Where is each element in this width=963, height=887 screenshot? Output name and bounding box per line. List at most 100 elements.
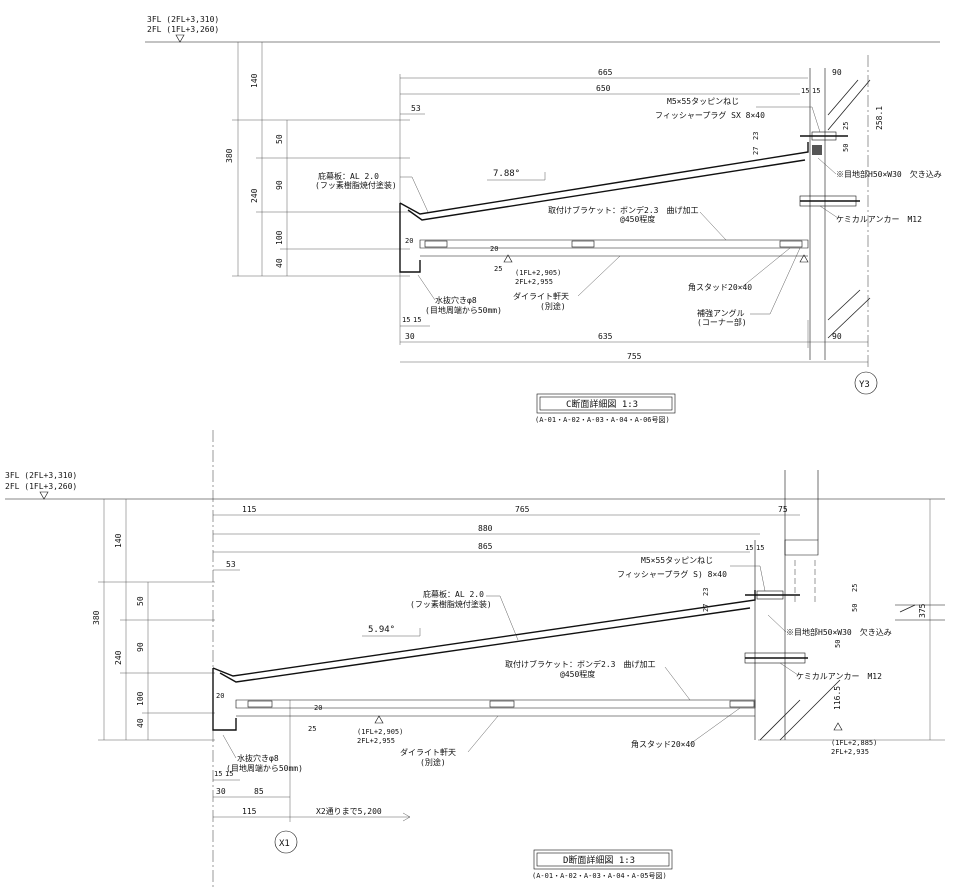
d-refs: (A-01・A-02・A-03・A-04・A-05号図) <box>532 872 667 880</box>
d-title-frame <box>533 849 673 870</box>
d-dim-50b: 50 <box>834 640 842 648</box>
c-label-bracket1: 取付けブラケット：ボンデ2.3 曲げ加工 <box>548 205 698 215</box>
d-dim-30: 30 <box>216 787 226 796</box>
d-label-soffit2: (フッ素樹脂焼付塗装) <box>410 599 492 609</box>
c-label-soffit1: 庇幕板：AL 2.0 <box>318 171 379 181</box>
c-wall-hatch <box>827 297 871 339</box>
c-lvl1: (1FL+2,905) <box>515 269 561 277</box>
d-dim-100: 100 <box>136 691 145 706</box>
c-leader <box>417 274 436 301</box>
c-label-plug: フィッシャープラグ SX 8×40 <box>655 110 765 120</box>
c-dim-15c: 15 <box>402 316 410 324</box>
c-grid-bubble <box>854 371 878 395</box>
c-dim-50: 50 <box>275 134 284 144</box>
d-hatch <box>759 699 801 741</box>
c-dim-380: 380 <box>225 148 234 163</box>
c-leader <box>741 247 791 288</box>
d-to-x2: X2通りまで5,200 <box>316 806 382 816</box>
d-dim-23: 23 <box>702 588 710 596</box>
d-label-stud: 角スタッド20×40 <box>631 739 695 749</box>
c-stud <box>571 240 595 248</box>
d-leader <box>222 734 237 759</box>
c-title-frame <box>536 393 676 414</box>
c-bracket <box>419 239 809 249</box>
d-dim-75: 75 <box>778 505 788 514</box>
c-label-joint: ※目地部H50×W30 欠き込み <box>836 169 942 179</box>
d-stud <box>247 700 273 708</box>
d-title: D断面詳細図 1:3 <box>563 854 635 866</box>
d-title-frame-inner <box>536 852 670 867</box>
d-lvl2: 2FL+2,955 <box>357 737 395 745</box>
d-label-drain1: 水抜穴きφ8 <box>237 753 279 763</box>
d-level-marker2-icon <box>374 715 384 724</box>
d-label-soffit1: 庇幕板：AL 2.0 <box>423 589 484 599</box>
c-dim-140: 140 <box>250 73 259 88</box>
c-refs: (A-01・A-02・A-03・A-04・A-06号図) <box>535 416 670 424</box>
d-label-joint: ※目地部H50×W30 欠き込み <box>786 627 892 637</box>
c-dim-90-bot: 90 <box>832 332 842 341</box>
c-label-anchor: ケミカルアンカー M12 <box>836 215 922 224</box>
c-dim-20b: 20 <box>490 245 498 253</box>
c-grid-label: Y3 <box>859 380 870 390</box>
c-dim-90: 90 <box>275 180 284 190</box>
d-level-marker3-icon <box>833 722 843 731</box>
c-dim-100: 100 <box>275 230 284 245</box>
c-label-bracket2: @450程度 <box>620 214 655 224</box>
c-dim-25: 25 <box>842 122 850 130</box>
d-label-screw: M5×55タッピンねじ <box>641 556 713 565</box>
c-slope: 7.88° <box>493 169 520 179</box>
c-slope-indicator <box>487 172 546 181</box>
d-level-2fl: 2FL (1FL+3,260) <box>5 482 77 491</box>
d-label-plug: フィッシャープラグ S) 8×40 <box>617 569 727 579</box>
c-dim-23: 23 <box>752 132 760 140</box>
c-lvl2: 2FL+2,955 <box>515 278 553 286</box>
d-dim-15d: 15 <box>225 770 233 778</box>
c-wall-hatch <box>827 289 861 321</box>
c-dim-650: 650 <box>596 84 611 93</box>
c-label-angle1: 補強アングル <box>697 308 745 318</box>
d-hatch <box>899 604 916 613</box>
d-label-drain2: (目地周端から50mm) <box>226 763 303 773</box>
c-dim-27: 27 <box>752 147 760 155</box>
c-dim-30: 30 <box>405 332 415 341</box>
d-dim-40: 40 <box>136 718 145 728</box>
c-dim-258: 258.1 <box>875 106 884 130</box>
d-label-bracket2: @450程度 <box>560 669 595 679</box>
c-label-soffit2: (フッ素樹脂焼付塗装) <box>315 180 397 190</box>
d-leader <box>467 715 499 753</box>
d-soffit-plate-inner <box>219 607 751 683</box>
d-dim-15a: 15 <box>745 544 753 552</box>
c-label-drain1: 水抜穴きφ8 <box>435 295 477 305</box>
c-level-marker-icon <box>175 34 185 43</box>
c-dim-15d: 15 <box>413 316 421 324</box>
c-label-stud: 角スタッド20×40 <box>688 282 752 292</box>
c-leader <box>819 205 839 219</box>
c-leader <box>400 176 429 213</box>
d-dim-115b: 115 <box>242 807 257 816</box>
c-dim-635: 635 <box>598 332 613 341</box>
d-level-3fl: 3FL (2FL+3,310) <box>5 471 77 480</box>
c-soffit-plate-top <box>399 142 809 215</box>
d-column-cap <box>784 539 819 556</box>
d-lvl1: (1FL+2,905) <box>357 728 403 736</box>
c-label-angle2: (コーナー部) <box>697 317 747 327</box>
d-dim-116: 116.5 <box>833 686 842 710</box>
d-leader <box>779 662 799 676</box>
c-level-marker2-icon <box>503 254 513 263</box>
section-c: 3FL (2FL+3,310) 2FL (1FL+3,260) 380 140 … <box>145 15 942 424</box>
d-dim-865: 865 <box>478 542 493 551</box>
c-dim-40: 40 <box>275 258 284 268</box>
d-dim-50: 50 <box>136 596 145 606</box>
d-leader <box>664 666 691 701</box>
c-dim-90-top: 90 <box>832 68 842 77</box>
d-dim-50-right: 50 <box>851 604 859 612</box>
d-label-dyelite1: ダイライト軒天 <box>400 747 456 757</box>
d-dim-20b: 20 <box>314 704 322 712</box>
d-label-anchor: ケミカルアンカー M12 <box>796 672 882 681</box>
c-dim-665: 665 <box>598 68 613 77</box>
c-dim-240: 240 <box>250 188 259 203</box>
c-dim-25b: 25 <box>494 265 502 273</box>
d-dim-380: 380 <box>92 610 101 625</box>
c-label-drain2: (目地周端から50mm) <box>425 305 502 315</box>
